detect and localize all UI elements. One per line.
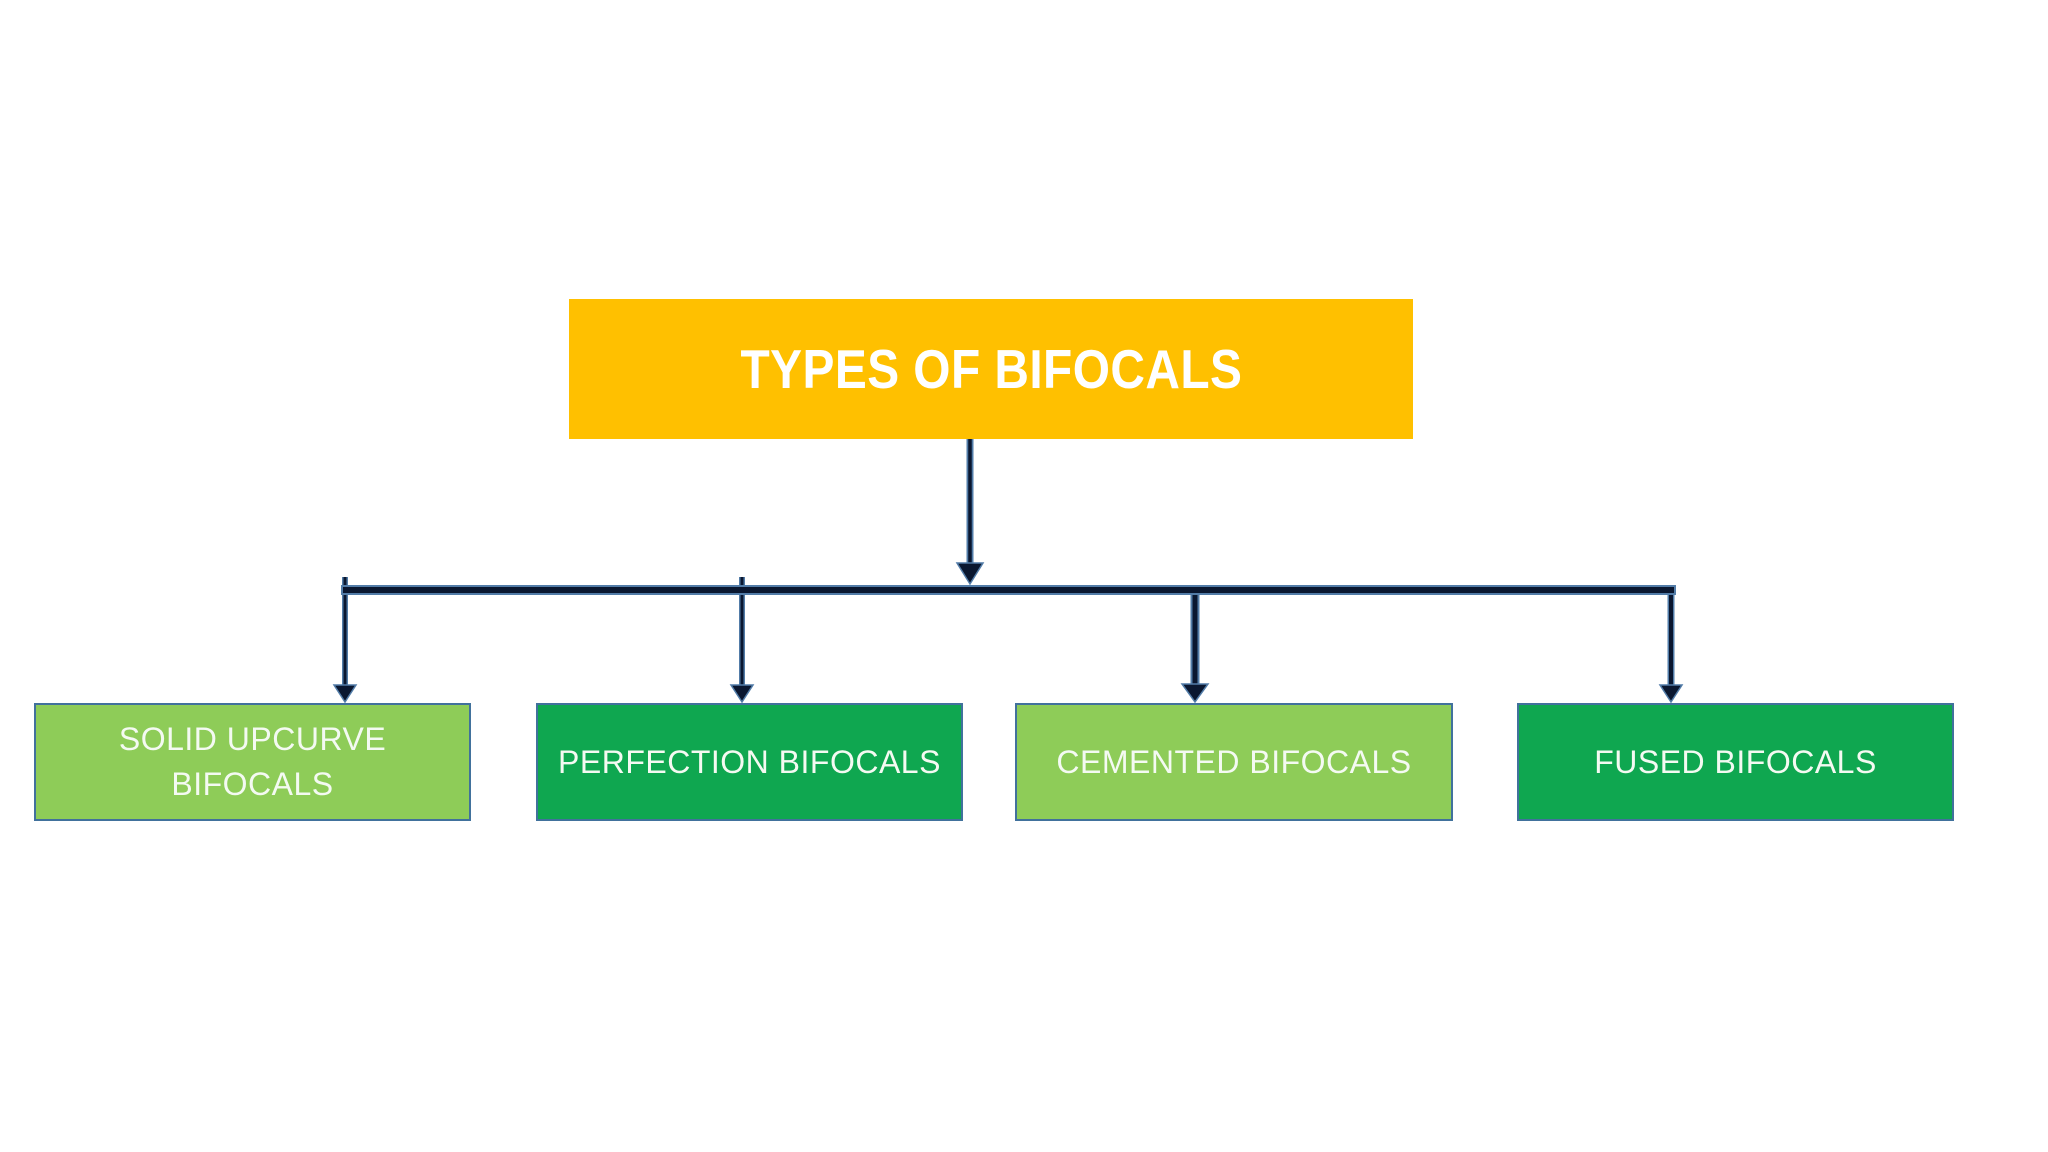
- node-solid-upcurve-bifocals-label: SOLID UPCURVE BIFOCALS: [118, 721, 387, 802]
- node-perfection-bifocals-label: PERFECTION BIFOCALS: [558, 743, 941, 780]
- connector-drop-1-arrowhead-icon: [332, 684, 358, 704]
- node-fused-bifocals-label: FUSED BIFOCALS: [1594, 743, 1877, 780]
- connector-drop-2: [729, 577, 755, 704]
- connector-root-stem: [955, 439, 985, 586]
- connector-drop-2-arrowhead-icon: [729, 684, 755, 704]
- node-cemented-bifocals-label: CEMENTED BIFOCALS: [1056, 743, 1412, 780]
- node-cemented-bifocals: CEMENTED BIFOCALS: [1015, 703, 1453, 821]
- connector-drop-4: [1658, 588, 1684, 704]
- node-solid-upcurve-bifocals: SOLID UPCURVE BIFOCALS: [34, 703, 471, 821]
- connector-root-stem-arrowhead-icon: [955, 562, 985, 586]
- connector-drop-3: [1180, 588, 1210, 704]
- node-perfection-bifocals: PERFECTION BIFOCALS: [536, 703, 963, 821]
- connector-drop-4-arrowhead-icon: [1658, 684, 1684, 704]
- node-fused-bifocals: FUSED BIFOCALS: [1517, 703, 1954, 821]
- connector-drop-1: [332, 577, 358, 704]
- node-root: TYPES OF BIFOCALS: [569, 299, 1413, 439]
- connector-drop-3-arrowhead-icon: [1180, 683, 1210, 704]
- connector-horizontal-bar: [341, 585, 1676, 595]
- node-root-label: TYPES OF BIFOCALS: [740, 338, 1242, 400]
